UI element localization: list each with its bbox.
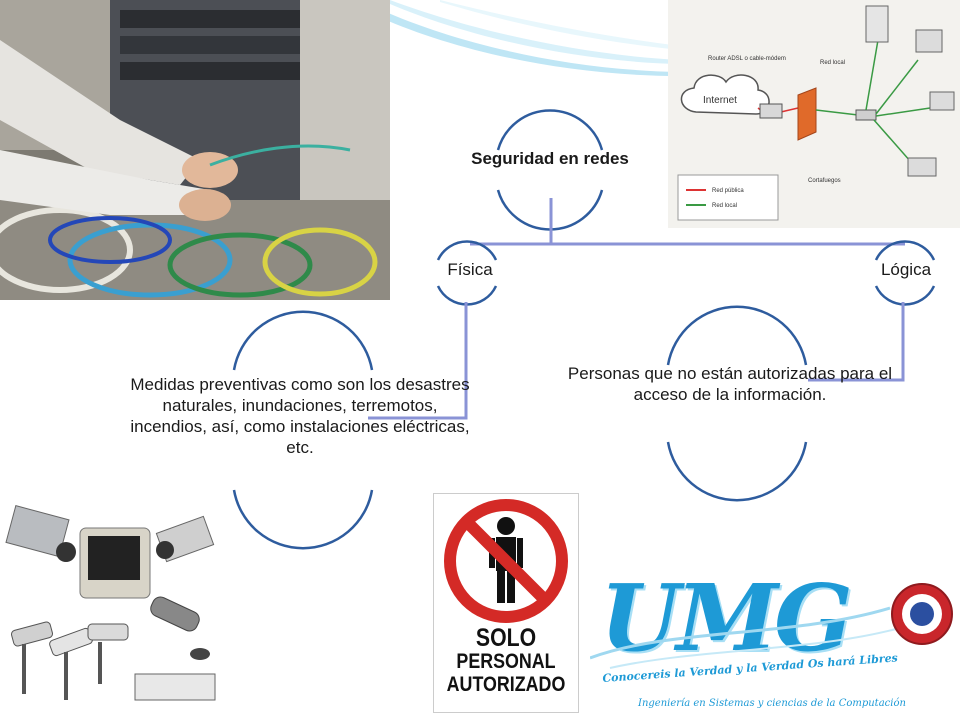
root-node-label: Seguridad en redes bbox=[471, 149, 629, 168]
network-diagram-image: Internet Router ADSL o cable-módem Red l… bbox=[668, 0, 960, 228]
lan-label: Red local bbox=[820, 60, 845, 66]
server-icon bbox=[865, 5, 889, 43]
legend-local-label: Red local bbox=[712, 203, 737, 209]
legend-public-label: Red pública bbox=[712, 188, 744, 194]
router-icon bbox=[759, 103, 783, 119]
internet-cloud-icon bbox=[680, 74, 770, 115]
router-label: Router ADSL o cable-módem bbox=[708, 56, 786, 62]
dvr-icon bbox=[134, 673, 216, 701]
desktop-icon bbox=[929, 91, 955, 111]
umg-logo: UMG Conocereis la Verdad y la Verdad Os … bbox=[590, 568, 960, 720]
decorative-wave bbox=[360, 0, 680, 76]
logo-swoosh-icon bbox=[590, 583, 953, 669]
technician-cables-photo bbox=[0, 0, 390, 300]
internet-label: Internet bbox=[703, 95, 737, 106]
sign-line1: SOLO bbox=[475, 624, 537, 652]
fisica-description: Medidas preventivas como son los desastr… bbox=[130, 375, 470, 457]
logica-description: Personas que no están autorizadas para e… bbox=[567, 364, 893, 404]
sign-line2: PERSONAL bbox=[456, 650, 556, 673]
fisica-node-label: Física bbox=[447, 260, 493, 279]
no-entry-person-icon bbox=[444, 499, 568, 623]
logica-node-label: Lógica bbox=[880, 260, 932, 279]
authorized-personnel-sign: SOLO PERSONAL AUTORIZADO bbox=[433, 493, 579, 713]
firewall-label: Cortafuegos bbox=[808, 178, 841, 184]
sign-line3: AUTORIZADO bbox=[446, 673, 566, 696]
firewall-icon bbox=[797, 87, 817, 141]
logo-faculty: Ingeniería en Sistemas y ciencias de la … bbox=[638, 698, 906, 709]
desktop-icon bbox=[915, 29, 943, 53]
security-cameras-image bbox=[0, 494, 230, 720]
laptop-icon bbox=[907, 157, 937, 177]
